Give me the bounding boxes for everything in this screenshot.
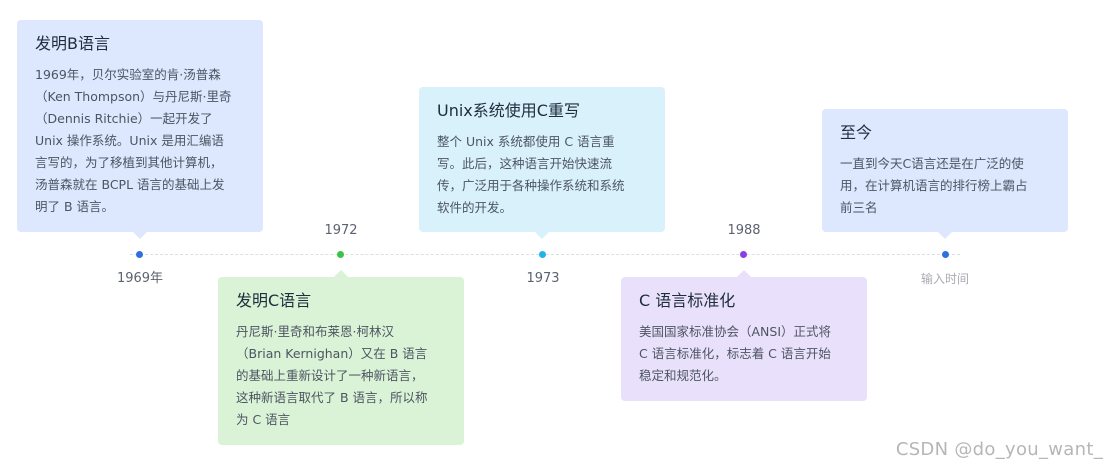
event-card-c-language: 发明C语言 丹尼斯·里奇和布莱恩·柯林汉 （Brian Kernighan）又在… — [218, 270, 464, 445]
event-title: Unix系统使用C重写 — [437, 101, 580, 120]
timeline-dot — [942, 251, 949, 258]
card-pointer — [938, 232, 952, 239]
event-description: 美国国家标准协会（ANSI）正式将 C 语言标准化，标志着 C 语言开始 稳定和… — [639, 324, 832, 383]
event-title: C 语言标准化 — [639, 291, 736, 310]
event-card-b-language: 发明B语言 1969年，贝尔实验室的肯·汤普森 （Ken Thompson）与丹… — [17, 20, 263, 239]
event-date: 1969年 — [116, 271, 164, 286]
timeline-dot — [136, 251, 143, 258]
event-title: 至今 — [840, 123, 873, 142]
event-date: 1973 — [526, 271, 560, 286]
timeline-dot — [337, 251, 344, 258]
event-description: 1969年，贝尔实验室的肯·汤普森 （Ken Thompson）与丹尼斯·里奇 … — [35, 67, 232, 214]
event-card-standardization: C 语言标准化 美国国家标准协会（ANSI）正式将 C 语言标准化，标志着 C … — [621, 270, 867, 401]
event-description: 丹尼斯·里奇和布莱恩·柯林汉 （Brian Kernighan）又在 B 语言 … — [236, 324, 428, 427]
timeline-dot — [740, 251, 747, 258]
event-date-placeholder: 输入时间 — [920, 272, 969, 286]
watermark: CSDN @do_you_want_ — [895, 439, 1103, 460]
card-pointer — [133, 232, 147, 239]
timeline-dot — [539, 251, 546, 258]
event-card-unix-rewrite: Unix系统使用C重写 整个 Unix 系统都使用 C 语言重 写。此后，这种语… — [419, 87, 665, 239]
event-date: 1988 — [727, 223, 761, 238]
event-description: 一直到今天C语言还是在广泛的使 用，在计算机语言的排行榜上霸占 前三名 — [840, 156, 1028, 215]
event-title: 发明C语言 — [236, 291, 312, 310]
event-description: 整个 Unix 系统都使用 C 语言重 写。此后，这种语言开始快速流 传，广泛用… — [437, 134, 625, 215]
event-date: 1972 — [324, 223, 358, 238]
card-pointer — [334, 270, 348, 277]
card-pointer — [737, 270, 751, 277]
event-card-today: 至今 一直到今天C语言还是在广泛的使 用，在计算机语言的排行榜上霸占 前三名 — [822, 109, 1068, 239]
event-title: 发明B语言 — [35, 34, 110, 53]
card-pointer — [535, 232, 549, 239]
